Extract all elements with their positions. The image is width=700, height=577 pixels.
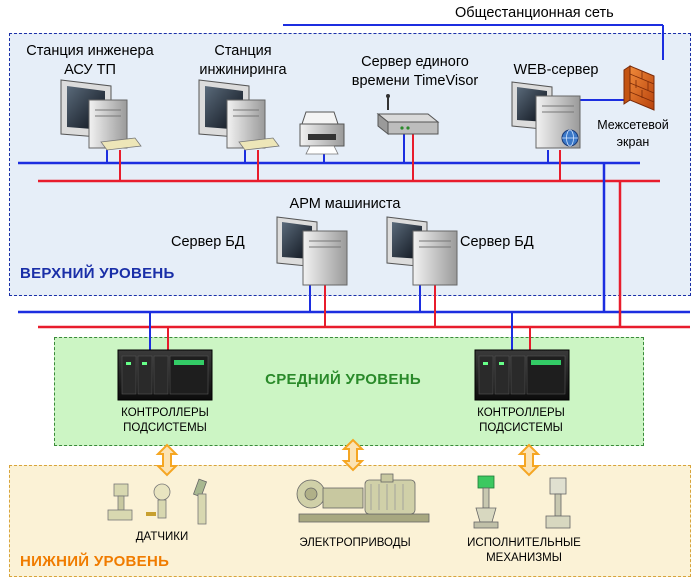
plc-rack-left-icon xyxy=(117,349,213,401)
db-server-left-icon xyxy=(276,216,348,286)
middle-level-title: СРЕДНИЙ УРОВЕНЬ xyxy=(265,371,421,388)
upper-level-title: ВЕРХНИЙ УРОВЕНЬ xyxy=(20,265,175,282)
time-server-label-line2: времени TimeVisor xyxy=(351,73,479,89)
bidirectional-arrow-right-icon xyxy=(517,443,541,477)
controllers-left-label-line1: КОНТРОЛЛЕРЫ xyxy=(121,407,209,419)
engineer-workstation-icon xyxy=(60,79,142,151)
controller-buses xyxy=(18,310,690,329)
bidirectional-arrow-center-icon xyxy=(341,438,365,472)
plc-rack-right-icon xyxy=(474,349,570,401)
sensors-label: ДАТЧИКИ xyxy=(135,531,189,543)
controllers-right-label-line1: КОНТРОЛЛЕРЫ xyxy=(477,407,565,419)
actuators-label-line1: ИСПОЛНИТЕЛЬНЫЕ xyxy=(467,537,581,549)
db-server-left-label: Сервер БД xyxy=(171,234,245,250)
controllers-left-label-line2: ПОДСИСТЕМЫ xyxy=(123,422,207,434)
firewall-label-line2: экран xyxy=(616,135,650,149)
controllers-right-label-line2: ПОДСИСТЕМЫ xyxy=(479,422,563,434)
engineer-station-label-line1: Станция инженера xyxy=(26,43,154,59)
engineering-station-label-line2: инжиниринга xyxy=(199,62,287,78)
web-server-label: WEB-сервер xyxy=(513,62,599,78)
lower-level-title: НИЖНИЙ УРОВЕНЬ xyxy=(20,553,170,570)
sensors-icon xyxy=(107,478,208,525)
time-server-label-line1: Сервер единого xyxy=(361,54,469,70)
plant-network-line xyxy=(283,24,664,60)
actuators-label-line2: МЕХАНИЗМЫ xyxy=(486,552,562,564)
actuator-valves-icon xyxy=(473,475,571,529)
db-server-right-label: Сервер БД xyxy=(460,234,534,250)
engineering-workstation-icon xyxy=(198,79,280,151)
bidirectional-arrow-left-icon xyxy=(155,443,179,477)
upper-drop-lines xyxy=(106,99,630,352)
upper-level-zone xyxy=(9,33,691,296)
firewall-label-line1: Межсетевой xyxy=(597,118,669,132)
firewall-brick-wall-icon xyxy=(623,65,655,111)
printer-icon xyxy=(299,111,345,155)
db-server-right-icon xyxy=(386,216,458,286)
plant-network-label: Общестанционная сеть xyxy=(455,5,614,21)
engineer-station-label-line2: АСУ ТП xyxy=(64,62,116,78)
drives-label: ЭЛЕКТРОПРИВОДЫ xyxy=(299,537,411,549)
operator-workstation-label: АРМ машиниста xyxy=(289,196,401,212)
engineering-station-label-line1: Станция xyxy=(214,43,272,59)
motor-pump-icon xyxy=(296,473,430,523)
upper-buses xyxy=(18,161,660,183)
time-server-router-icon xyxy=(376,94,440,136)
web-server-icon xyxy=(511,81,581,149)
